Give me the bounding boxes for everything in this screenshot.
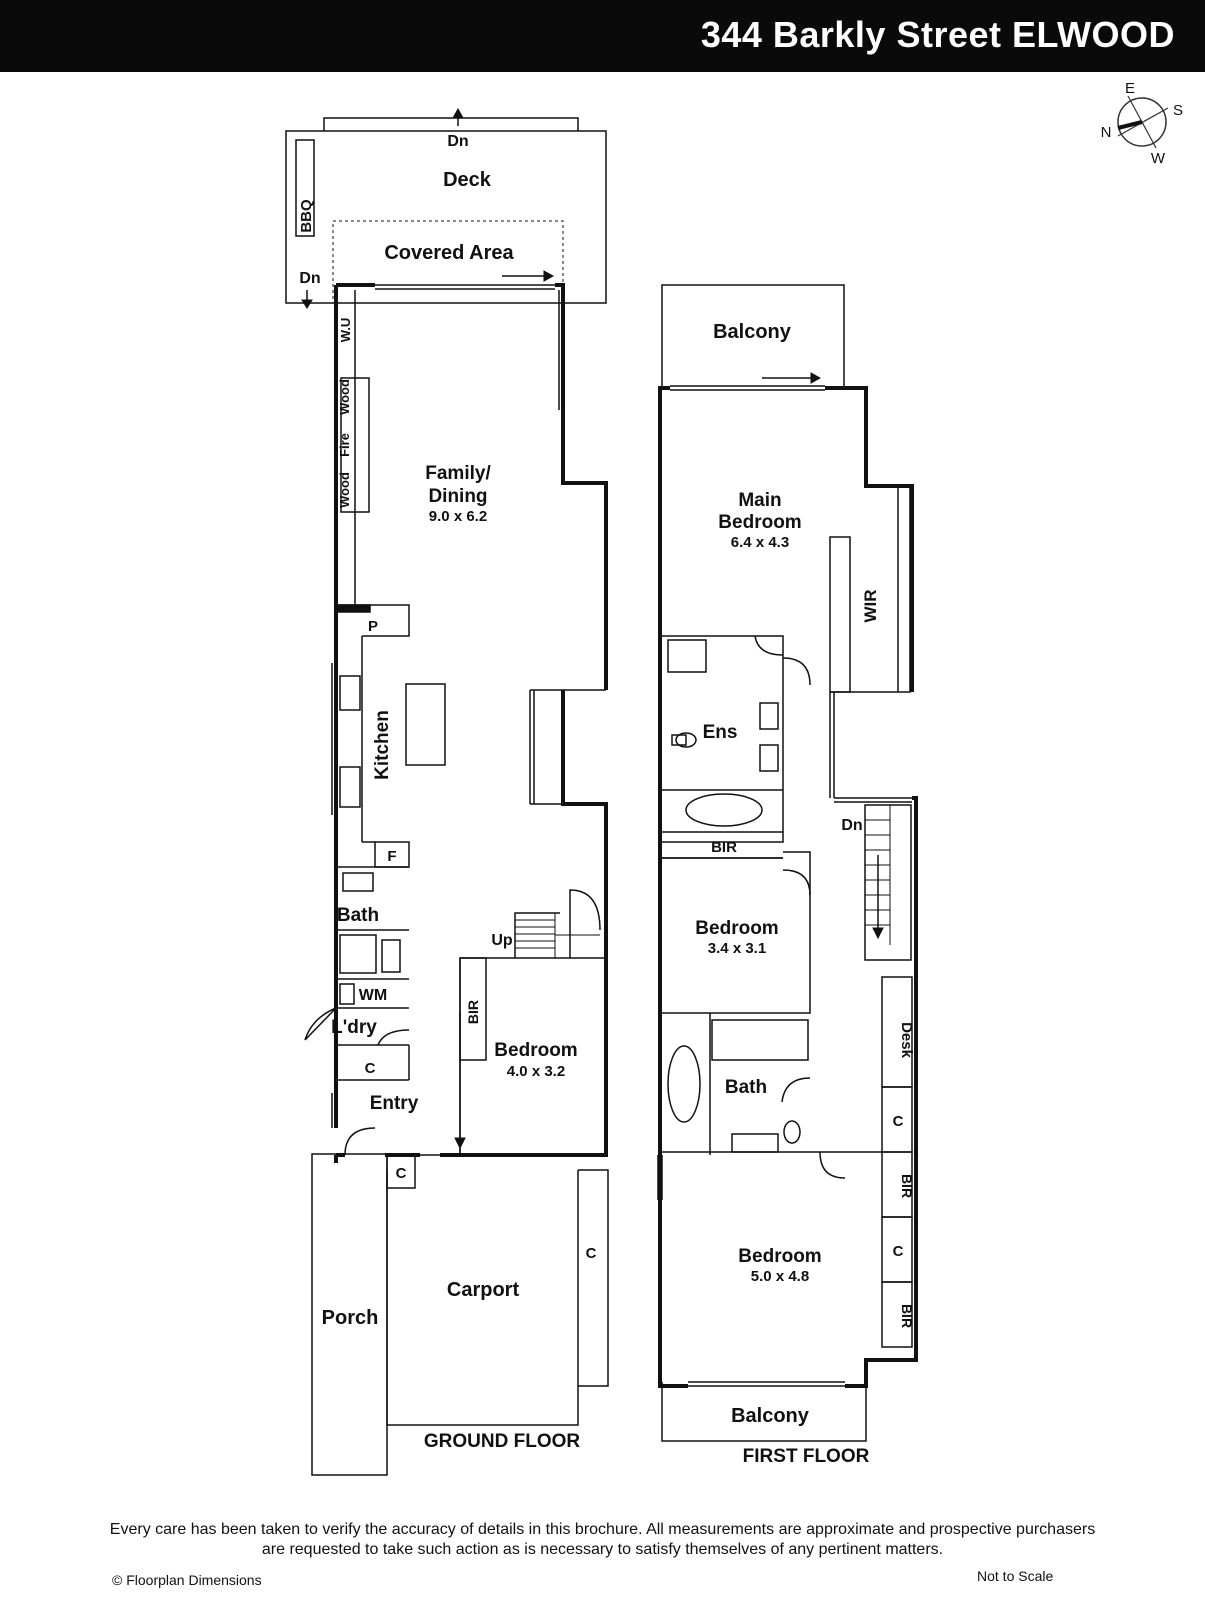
bedroom2-dimensions: 3.4 x 3.1 [708, 940, 766, 957]
gf-bedroom-label: Bedroom [494, 1040, 577, 1061]
ground-floor-arrows [301, 107, 555, 1150]
family-dining-label-2: Dining [428, 486, 487, 507]
wu-label: W.U [338, 318, 353, 343]
ensuite-label: Ens [703, 722, 738, 743]
ff-bir3-label: BIR [899, 1304, 915, 1328]
carport-label: Carport [447, 1279, 520, 1301]
wir-label: WIR [861, 589, 880, 622]
bedroom2-label: Bedroom [695, 918, 778, 939]
disclaimer-line-2: are requested to take such action as is … [261, 1541, 944, 1558]
gf-cupboard-label: C [365, 1060, 376, 1077]
compass-e-label: E [1125, 80, 1135, 97]
entry-label: Entry [370, 1093, 419, 1114]
deck-dn-left-label: Dn [299, 270, 320, 287]
ff-bir-label: BIR [711, 839, 737, 856]
compass-s-label: S [1173, 102, 1183, 119]
ff-cupboard2-label: C [893, 1243, 904, 1260]
first-floor-label: FIRST FLOOR [743, 1446, 870, 1467]
stairs-up-label: Up [491, 932, 513, 949]
ff-balcony-bottom-label: Balcony [731, 1405, 810, 1427]
scale-note: Not to Scale [977, 1568, 1054, 1584]
ff-cupboard1-label: C [893, 1113, 904, 1130]
compass-w-label: W [1151, 150, 1166, 167]
stairs-dn-label: Dn [841, 817, 862, 834]
credit: © Floorplan Dimensions [112, 1572, 262, 1588]
gf-bir-label: BIR [465, 1000, 481, 1024]
first-floor-walls [658, 386, 918, 1388]
ground-floor-interior [304, 284, 606, 1156]
deck-dn-label: Dn [447, 133, 468, 150]
wood2-label: Wood [337, 472, 352, 508]
kitchen-label: Kitchen [372, 710, 393, 780]
ff-bir2-label: BIR [899, 1174, 915, 1198]
bbq-label: BBQ [298, 199, 315, 233]
bedroom3-dimensions: 5.0 x 4.8 [751, 1268, 809, 1285]
main-bedroom-dimensions: 6.4 x 4.3 [731, 534, 789, 551]
compass-n-label: N [1101, 124, 1112, 141]
disclaimer-line-1: Every care has been taken to verify the … [109, 1521, 1096, 1538]
carport-side-cupboard-label: C [586, 1245, 597, 1262]
ff-balcony-top-label: Balcony [713, 321, 792, 343]
bedroom3-label: Bedroom [738, 1246, 821, 1267]
covered-area-label: Covered Area [384, 242, 514, 264]
main-bedroom-label: Main [738, 490, 781, 511]
ground-floor-label: GROUND FLOOR [424, 1431, 580, 1452]
porch-label: Porch [322, 1307, 379, 1329]
carport-cupboard-label: C [396, 1165, 407, 1182]
title-bar: 344 Barkly Street ELWOOD [0, 0, 1205, 72]
pantry-label: P [368, 618, 378, 635]
family-dining-dimensions: 9.0 x 6.2 [429, 508, 487, 525]
ground-floor-outline [285, 117, 609, 1476]
disclaimer: Every care has been taken to verify the … [0, 1520, 1205, 1560]
wm-label: WM [359, 987, 387, 1004]
family-dining-label: Family/ [425, 463, 491, 484]
property-address: 344 Barkly Street ELWOOD [700, 14, 1175, 55]
laundry-label: L'dry [331, 1017, 377, 1038]
first-floor-arrows [762, 372, 884, 940]
compass-icon [1117, 95, 1169, 149]
wood1-label: Wood [337, 379, 352, 415]
fridge-label: F [387, 848, 396, 865]
ff-bath-label: Bath [725, 1077, 767, 1098]
gf-bedroom-dimensions: 4.0 x 3.2 [507, 1063, 565, 1080]
deck-label: Deck [443, 169, 492, 191]
main-bedroom-label-2: Bedroom [718, 512, 801, 533]
desk-label: Desk [898, 1022, 915, 1059]
gf-bath-label: Bath [337, 905, 379, 926]
fire-label: Fire [337, 433, 352, 457]
